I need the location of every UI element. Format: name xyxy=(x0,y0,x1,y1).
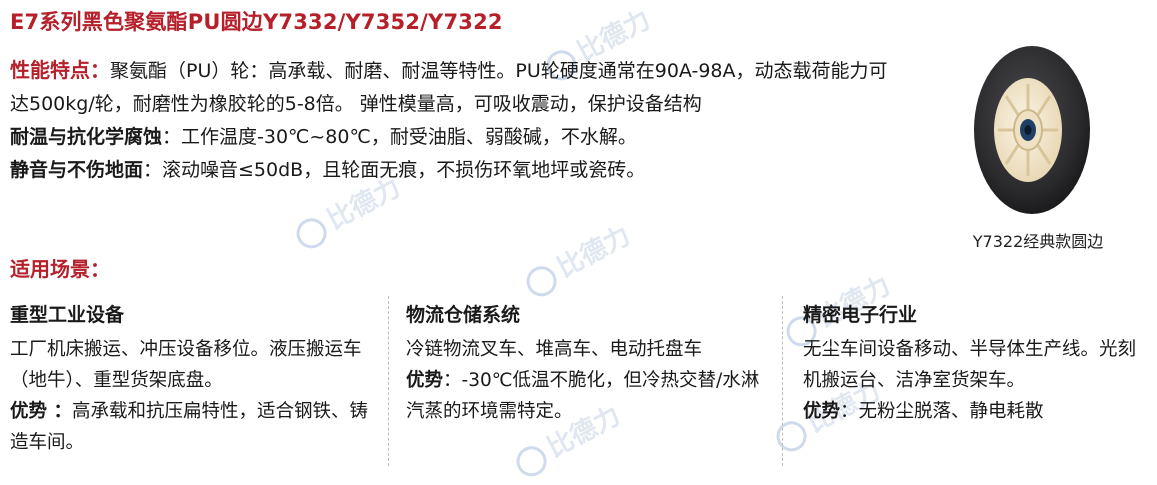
watermark-logo-icon xyxy=(521,260,562,302)
scenarios-title: 适用场景： xyxy=(10,257,110,281)
advantage-text: ：-30℃低温不脆化，但冷热交替/水淋汽蒸的环境需特定。 xyxy=(406,370,760,422)
chemical-text: ：工作温度-30℃~80℃，耐受油脂、弱酸碱，不水解。 xyxy=(162,126,637,148)
watermark: 比德力 xyxy=(518,215,636,302)
performance-paragraph: 性能特点：聚氨酯（PU）轮：高承载、耐磨、耐温等特性。PU轮硬度通常在90A-9… xyxy=(10,54,900,121)
chemical-label: 耐温与抗化学腐蚀 xyxy=(10,126,163,148)
scenario-column-heavy-industry: 重型工业设备 工厂机床搬运、冲压设备移位。液压搬运车（地牛）、重型货架底盘。 优… xyxy=(10,300,375,458)
scenario-text: 无尘车间设备移动、半导体生产线。光刻机搬运台、洁净室货架车。 xyxy=(803,339,1137,391)
page-title: E7系列黑色聚氨酯PU圆边Y7332/Y7352/Y7322 xyxy=(10,10,503,34)
features-block: 性能特点：聚氨酯（PU）轮：高承载、耐磨、耐温等特性。PU轮硬度通常在90A-9… xyxy=(10,54,900,187)
quiet-text: ：滚动噪音≤50dB，且轮面无痕，不损伤环氧地坪或瓷砖。 xyxy=(143,159,646,181)
scenario-column-logistics: 物流仓储系统 冷链物流叉车、堆高车、电动托盘车 优势：-30℃低温不脆化，但冷热… xyxy=(406,300,761,427)
column-divider xyxy=(782,296,783,466)
scenario-heading: 精密电子行业 xyxy=(803,304,918,326)
performance-text: 聚氨酯（PU）轮：高承载、耐磨、耐温等特性。PU轮硬度通常在90A-98A，动态… xyxy=(10,60,888,115)
wheel-image-icon xyxy=(974,46,1090,214)
advantage-label: 优势 ： xyxy=(10,401,72,422)
scenario-text: 工厂机床搬运、冲压设备移位。液压搬运车（地牛）、重型货架底盘。 xyxy=(10,339,362,391)
quiet-paragraph: 静音与不伤地面：滚动噪音≤50dB，且轮面无痕，不损伤环氧地坪或瓷砖。 xyxy=(10,154,900,187)
quiet-label: 静音与不伤地面 xyxy=(10,159,144,181)
performance-label: 性能特点： xyxy=(10,58,110,82)
scenario-heading: 重型工业设备 xyxy=(10,304,125,326)
scenario-heading: 物流仓储系统 xyxy=(406,304,521,326)
advantage-label: 优势 xyxy=(406,370,444,391)
advantage-text: ：无粉尘脱落、静电耗散 xyxy=(840,401,1044,422)
product-image xyxy=(972,44,1092,216)
scenario-advantage: 优势 ：高承载和抗压扁特性，适合钢铁、铸造车间。 xyxy=(10,396,375,458)
watermark-logo-icon xyxy=(291,212,332,254)
watermark-logo-icon xyxy=(511,440,552,482)
scenario-advantage: 优势：无粉尘脱落、静电耗散 xyxy=(803,396,1148,427)
column-divider xyxy=(388,296,389,466)
chemical-paragraph: 耐温与抗化学腐蚀：工作温度-30℃~80℃，耐受油脂、弱酸碱，不水解。 xyxy=(10,121,900,154)
scenario-column-electronics: 精密电子行业 无尘车间设备移动、半导体生产线。光刻机搬运台、洁净室货架车。 优势… xyxy=(803,300,1148,427)
advantage-label: 优势 xyxy=(803,401,841,422)
product-caption: Y7322经典款圆边 xyxy=(972,232,1104,251)
advantage-text: 高承载和抗压扁特性，适合钢铁、铸造车间。 xyxy=(10,401,368,453)
scenario-advantage: 优势：-30℃低温不脆化，但冷热交替/水淋汽蒸的环境需特定。 xyxy=(406,365,761,427)
scenario-text: 冷链物流叉车、堆高车、电动托盘车 xyxy=(406,339,703,360)
